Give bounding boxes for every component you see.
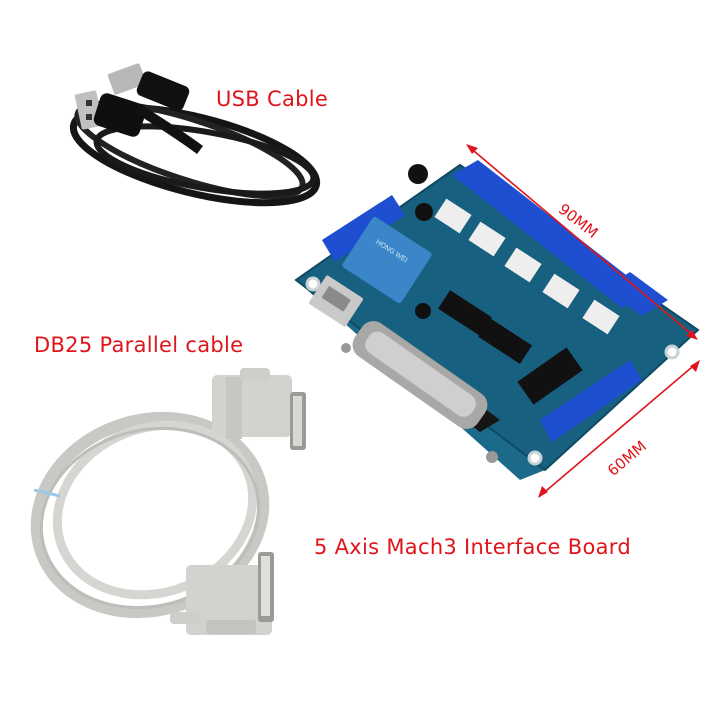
- db25-cable-label: DB25 Parallel cable: [34, 333, 244, 357]
- usb-cable-image: [69, 63, 321, 207]
- interface-board-label: 5 Axis Mach3 Interface Board: [314, 535, 631, 559]
- usb-cable-label: USB Cable: [216, 87, 329, 111]
- dimension-arrows: [466, 144, 700, 498]
- interface-board-image: HONG WEI: [294, 160, 700, 480]
- db25-cable-image: [30, 368, 306, 635]
